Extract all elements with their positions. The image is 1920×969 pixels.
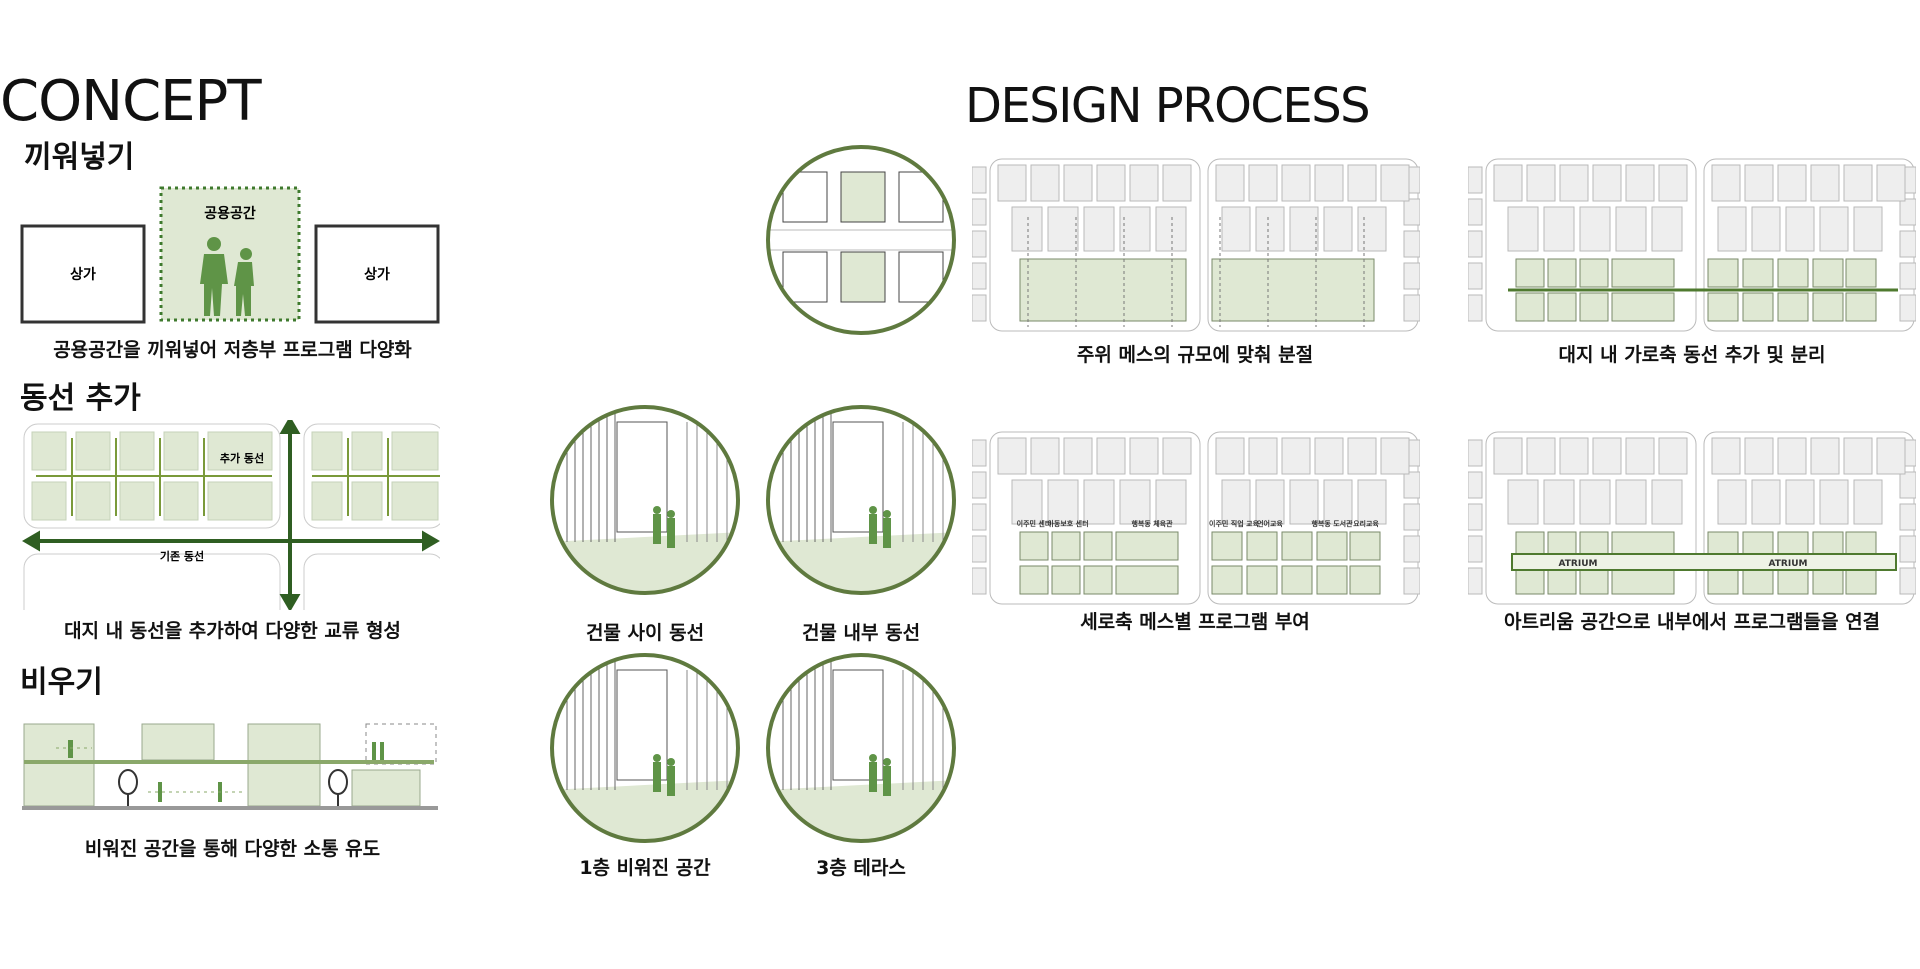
perspective-sketch: [552, 655, 738, 841]
circle-frame: [766, 653, 956, 843]
empty-caption: 비워진 공간을 통해 다양한 소통 유도: [84, 838, 381, 860]
program-label: 언어교육: [1257, 519, 1283, 528]
perspective-circle: [766, 653, 956, 843]
proposed-masses: [1019, 531, 1381, 595]
terrace-outline: [365, 723, 437, 765]
add-path-caption: 대지 내 동선을 추가하여 다양한 교류 형성: [64, 620, 401, 642]
insert-diagram: 상가 공용공간 상가: [20, 186, 440, 324]
circle-frame: [550, 653, 740, 843]
program-label: 행복동 도서관: [1311, 519, 1353, 528]
shop-label-left: 상가: [70, 267, 96, 283]
circle-frame: [766, 405, 956, 595]
process-caption: 세로축 메스별 프로그램 부여: [1080, 611, 1310, 633]
site-plan-diagram: [1468, 158, 1916, 332]
site-plan-diagram: [972, 158, 1420, 332]
program-label: 아동보호 센터: [1047, 519, 1088, 528]
surrounding-buildings: [1468, 437, 1916, 595]
surrounding-buildings: [1468, 164, 1916, 322]
circle-frame: [766, 145, 956, 335]
public-space-label: 공용공간: [204, 205, 256, 222]
section-heading-insert: 끼워넣기: [24, 140, 135, 175]
surrounding-buildings: [972, 164, 1420, 322]
insert-caption: 공용공간을 끼워넣어 저층부 프로그램 다양화: [53, 339, 412, 361]
section-heading-add-path: 동선 추가: [20, 381, 141, 416]
proposed-masses: [1019, 258, 1375, 322]
existing-path-arrows: [22, 420, 440, 610]
public-space-box: [159, 186, 301, 322]
perspective-circle: [550, 653, 740, 843]
shop-box-left: [20, 224, 146, 324]
perspective-circle: [766, 145, 956, 335]
concept-title: CONCEPT: [0, 69, 262, 134]
program-label: 행복동 체육관: [1131, 519, 1173, 528]
design-process-title: DESIGN PROCESS: [965, 78, 1371, 134]
added-path-lines: [36, 438, 440, 516]
process-caption: 아트리움 공간으로 내부에서 프로그램들을 연결: [1503, 611, 1881, 633]
surrounding-buildings: [972, 437, 1420, 595]
perspective-caption: 건물 내부 동선: [801, 622, 921, 644]
perspective-caption: 3층 테라스: [816, 857, 906, 879]
program-label: 요리교육: [1353, 519, 1379, 528]
existing-path-label: 기존 동선: [160, 549, 204, 563]
circle-frame: [550, 405, 740, 595]
perspective-circle: [766, 405, 956, 595]
atrium-label: ATRIUM: [1559, 559, 1598, 569]
mass-blocks: [31, 431, 439, 521]
block-outline: [23, 553, 281, 610]
add-path-diagram: 추가 동선 기존 동선: [22, 420, 440, 610]
people-silhouette-icon: [200, 237, 254, 316]
section-heading-empty: 비우기: [20, 665, 103, 700]
perspective-sketch: [552, 407, 738, 593]
empty-space-section-diagram: [22, 723, 438, 810]
process-caption: 주위 메스의 규모에 맞춰 분절: [1076, 344, 1314, 366]
perspective-circle: [550, 405, 740, 595]
atrium: [1511, 553, 1897, 571]
atrium-label: ATRIUM: [1769, 559, 1808, 569]
site-plan-diagram: ATRIUM ATRIUM: [1468, 431, 1916, 605]
program-label: 이주민 직업 교육: [1209, 519, 1260, 528]
proposed-masses: [1515, 258, 1877, 322]
perspective-caption: 1층 비워진 공간: [579, 857, 711, 879]
added-path-label: 추가 동선: [220, 451, 264, 465]
perspective-sketch: [768, 147, 954, 333]
perspective-caption: 건물 사이 동선: [585, 622, 705, 644]
program-label: 이주민 센터: [1017, 519, 1052, 528]
perspective-sketch: [768, 407, 954, 593]
shop-label-right: 상가: [364, 267, 390, 283]
building-masses: [23, 723, 421, 807]
perspective-sketch: [768, 655, 954, 841]
tree-icon: [118, 769, 348, 806]
process-caption: 대지 내 가로축 동선 추가 및 분리: [1558, 344, 1826, 366]
block-outline: [303, 553, 440, 610]
shop-box-right: [314, 224, 440, 324]
